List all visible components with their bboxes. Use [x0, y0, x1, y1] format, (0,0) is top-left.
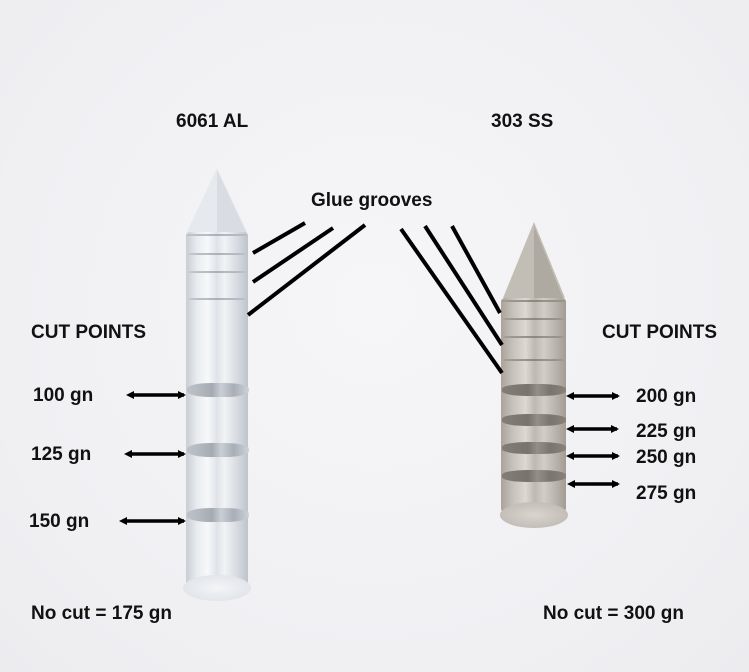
aluminum-title: 6061 AL	[176, 111, 249, 132]
stainless-no-cut-weight: No cut = 300 gn	[543, 603, 684, 624]
aluminum-glue-groove	[188, 253, 246, 255]
stainless-glue-groove	[503, 318, 564, 320]
stainless-glue-groove	[503, 336, 564, 338]
stainless-cut-points-heading: CUT POINTS	[602, 322, 718, 343]
aluminum-shaft	[186, 232, 248, 592]
aluminum-tip-shade	[217, 170, 247, 234]
aluminum-cut-points-heading: CUT POINTS	[31, 322, 147, 343]
stainless-cut-groove	[502, 442, 566, 454]
cut-label-150gn: 150 gn	[29, 511, 90, 532]
cut-label-275gn: 275 gn	[636, 483, 697, 504]
aluminum-cut-groove	[187, 443, 249, 457]
aluminum-shoulder	[186, 234, 248, 236]
aluminum-cut-groove	[187, 508, 249, 522]
stainless-tip-shade	[534, 226, 563, 298]
cut-label-250gn: 250 gn	[636, 447, 697, 468]
stainless-cut-groove	[502, 414, 566, 426]
stainless-shoulder	[501, 300, 566, 302]
stainless-title: 303 SS	[491, 111, 554, 132]
aluminum-glue-groove	[188, 298, 246, 300]
aluminum-no-cut-weight: No cut = 175 gn	[31, 603, 172, 624]
cut-label-225gn: 225 gn	[636, 421, 697, 442]
stainless-cut-groove	[502, 470, 566, 482]
cut-label-125gn: 125 gn	[31, 444, 92, 465]
aluminum-base	[183, 575, 251, 601]
glue-grooves-label: Glue grooves	[311, 190, 433, 211]
stainless-glue-groove	[503, 359, 564, 361]
cut-label-100gn: 100 gn	[33, 385, 94, 406]
stainless-cut-groove	[502, 384, 566, 396]
aluminum-cut-groove	[187, 383, 249, 397]
cut-label-200gn: 200 gn	[636, 386, 697, 407]
aluminum-glue-groove	[188, 271, 246, 273]
stainless-base	[500, 502, 568, 528]
